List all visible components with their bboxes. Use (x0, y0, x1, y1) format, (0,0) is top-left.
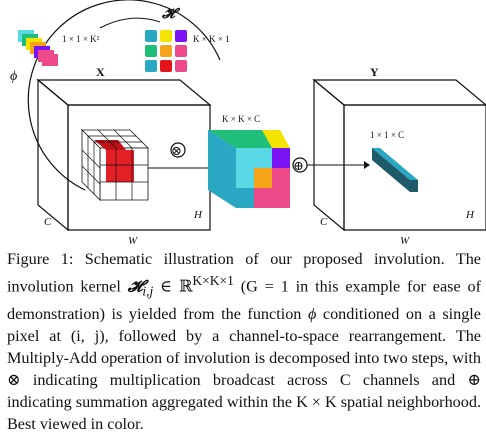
label-otimes: ⊗ (171, 143, 182, 158)
involution-diagram: 1 × 1 × K² 𝓗 K × K × 1 ϕ X C H W (10, 0, 486, 247)
label-phi: ϕ (10, 69, 17, 84)
label-H-symbol: 𝓗 (161, 7, 181, 22)
label-Y: Y (370, 65, 379, 79)
caption-kernel-symbol: 𝓗 (127, 277, 143, 296)
output-feature-map-Y (312, 78, 486, 232)
phi-arc (27, 0, 221, 191)
figure-caption: Figure 1: Schematic illustration of our … (7, 248, 481, 435)
caption-otimes: ⊗ (7, 370, 21, 389)
small-kernel-stack-icon (18, 30, 58, 66)
label-kernel-small: 1 × 1 × K² (62, 34, 100, 44)
label-W-right: W (400, 235, 410, 247)
caption-text-4: indicating multiplication broadcast acro… (20, 370, 468, 389)
label-kkc: K × K × C (222, 114, 260, 124)
label-W-left: W (128, 235, 138, 247)
caption-text-5: indicating summation aggregated within t… (7, 392, 481, 433)
caption-kernel-sub: i,j (142, 283, 154, 299)
caption-text-1: Schematic illustration of our proposed i… (7, 250, 481, 296)
neighborhood-grid (81, 129, 149, 201)
caption-phi: ϕ (307, 304, 317, 323)
label-out-1x1c: 1 × 1 × C (370, 130, 404, 140)
kkc-block (208, 130, 290, 208)
caption-text-3: conditioned on a single pixel at (i, j),… (7, 304, 481, 367)
caption-sup: K×K×1 (192, 273, 234, 288)
multiply-operator (170, 142, 186, 158)
label-H-right: H (465, 209, 475, 221)
label-C-left: C (44, 216, 52, 228)
label-H-left: H (193, 209, 203, 221)
caption-text-2: (G = 1 in this example for ease of demon… (7, 277, 482, 323)
caption-label: Figure 1: (7, 250, 74, 268)
label-kernel-h: K × K × 1 (193, 34, 230, 44)
caption-oplus: ⊕ (467, 370, 481, 389)
label-X: X (96, 65, 105, 79)
kernel-H-grid-icon (145, 30, 187, 72)
input-feature-map-X (36, 78, 212, 232)
caption-in: ∈ ℝ (153, 277, 193, 296)
output-vector (372, 148, 418, 192)
label-C-right: C (320, 216, 328, 228)
arrow-to-H (99, 17, 161, 29)
label-oplus: ⊕ (293, 158, 304, 173)
